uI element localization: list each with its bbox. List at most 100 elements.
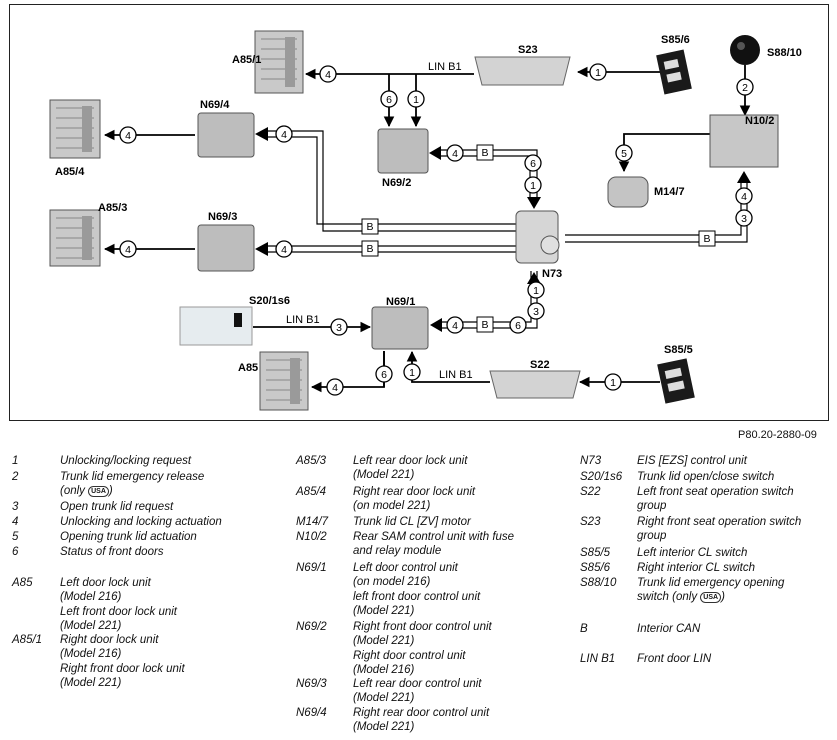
legend-description: (Model 221) — [353, 692, 415, 705]
signal-number-1: 1 — [409, 367, 415, 379]
legend-description: (Model 221) — [353, 469, 415, 482]
component-label-s85-5: S85/5 — [664, 344, 693, 356]
legend-description: Right front door lock unit — [60, 662, 185, 675]
legend-description: group — [637, 530, 667, 543]
signal-number-3: 3 — [741, 213, 747, 225]
legend-code: N69/1 — [296, 562, 327, 574]
component-label-s20-1s6: S20/1s6 — [249, 295, 290, 307]
signal-number-2: 2 — [742, 82, 748, 94]
legend-description: Rear SAM control unit with fuse — [353, 531, 515, 543]
component-label-s85-6: S85/6 — [661, 34, 690, 46]
legend-description: (Model 221) — [353, 604, 415, 617]
legend-code: N69/4 — [296, 707, 327, 719]
legend-description: (Model 221) — [353, 721, 415, 734]
legend-code: N73 — [580, 455, 602, 467]
legend-code: S22 — [580, 486, 601, 498]
lin-label: LIN B1 — [428, 61, 462, 73]
legend-code: 2 — [12, 471, 19, 483]
legend-code: LIN B1 — [580, 653, 616, 665]
component-label-n69-1: N69/1 — [386, 296, 415, 308]
legend-code: M14/7 — [296, 516, 328, 528]
component-label-a85-1: A85/1 — [232, 54, 261, 66]
signal-number-1: 1 — [413, 94, 419, 106]
signal-number-6: 6 — [386, 94, 392, 106]
lin-labels: LIN B1 LIN B1 LIN B1 — [286, 61, 473, 381]
legend-code: S23 — [580, 516, 601, 528]
legend-description: (on model 221) — [353, 500, 431, 513]
legend-description: Left interior CL switch — [637, 547, 748, 559]
signal-number-1: 1 — [533, 285, 539, 297]
lin-label: LIN B1 — [286, 314, 320, 326]
component-label-a85: A85 — [238, 362, 258, 374]
legend-description: Trunk lid emergency release — [60, 471, 205, 483]
signal-number-1: 1 — [610, 377, 616, 389]
component-label-s22: S22 — [530, 359, 550, 371]
usa-badge: USA — [700, 592, 722, 604]
legend-description: Front door LIN — [637, 653, 712, 665]
signal-number-4: 4 — [281, 244, 287, 256]
lin-label: LIN B1 — [439, 369, 473, 381]
can-bus-lines — [267, 130, 748, 329]
legend-description: Open trunk lid request — [60, 501, 174, 513]
component-label-n69-3: N69/3 — [208, 211, 237, 223]
legend-description: (Model 216) — [60, 591, 122, 604]
legend-code: B — [580, 623, 588, 635]
legend-description: switch (only USA) — [637, 591, 725, 604]
signal-number-4: 4 — [452, 148, 458, 160]
can-label-boxes — [361, 144, 716, 333]
can-label: B — [703, 233, 710, 245]
legend-code: A85/3 — [296, 455, 327, 467]
legend-description: Left door lock unit — [60, 577, 151, 589]
component-label-a85-4: A85/4 — [55, 166, 85, 178]
component-label-n73: N73 — [542, 268, 562, 280]
component-label-m14-7: M14/7 — [654, 186, 685, 198]
legend-description: Right front door control unit — [353, 621, 492, 633]
legend-description: Status of front doors — [60, 546, 164, 558]
signal-number-3: 3 — [533, 306, 539, 318]
can-label: B — [481, 319, 488, 331]
legend-description: left front door control unit — [353, 590, 481, 603]
legend-code: 1 — [12, 455, 19, 467]
legend-description: Right rear door lock unit — [353, 486, 476, 498]
legend-description: Right door control unit — [353, 649, 466, 662]
legend-code: 4 — [12, 516, 19, 528]
signal-number-4: 4 — [125, 244, 131, 256]
legend-description: Left rear door control unit — [353, 678, 482, 690]
component-label-a85-3: A85/3 — [98, 202, 127, 214]
signal-number-4: 4 — [452, 320, 458, 332]
can-label: B — [366, 221, 373, 233]
legend-code: S85/6 — [580, 562, 611, 574]
can-label: B — [366, 243, 373, 255]
legend-description: Left door control unit — [353, 562, 458, 574]
legend-description: EIS [EZS] control unit — [637, 455, 747, 467]
legend-description: Trunk lid CL [ZV] motor — [353, 516, 471, 528]
legend-description: (Model 221) — [60, 676, 122, 689]
legend-description: (on model 216) — [353, 576, 431, 589]
component-label-n10-2: N10/2 — [745, 115, 774, 127]
legend-description: (Model 221) — [353, 635, 415, 648]
usa-badge: USA — [88, 486, 109, 498]
signal-number-4: 4 — [741, 191, 747, 203]
signal-number-6: 6 — [515, 320, 521, 332]
figure-reference: P80.20-2880-09 — [738, 429, 817, 441]
legend-code: N69/2 — [296, 621, 327, 633]
legend-description: Right front seat operation switch — [637, 516, 802, 528]
legend-code: N10/2 — [296, 531, 327, 543]
legend-description: Interior CAN — [637, 623, 701, 635]
legend-code: 3 — [12, 501, 19, 513]
door-lock-unit-icons — [49, 30, 309, 411]
component-label-s23: S23 — [518, 44, 538, 56]
legend-description: Right rear door control unit — [353, 707, 490, 719]
legend-column-1: 1 Unlocking/locking request 2 Trunk lid eme… — [12, 454, 282, 734]
signal-number-6: 6 — [381, 369, 387, 381]
can-label: B — [481, 147, 488, 159]
legend-description: Unlocking/locking request — [60, 455, 192, 467]
legend-description: (only USA) — [60, 485, 113, 498]
legend-description: Left front door lock unit — [60, 605, 177, 618]
legend-description: Trunk lid emergency opening — [637, 577, 785, 589]
signal-number-5: 5 — [621, 148, 627, 160]
legend-code: A85 — [12, 577, 33, 589]
legend-description: and relay module — [353, 545, 442, 558]
